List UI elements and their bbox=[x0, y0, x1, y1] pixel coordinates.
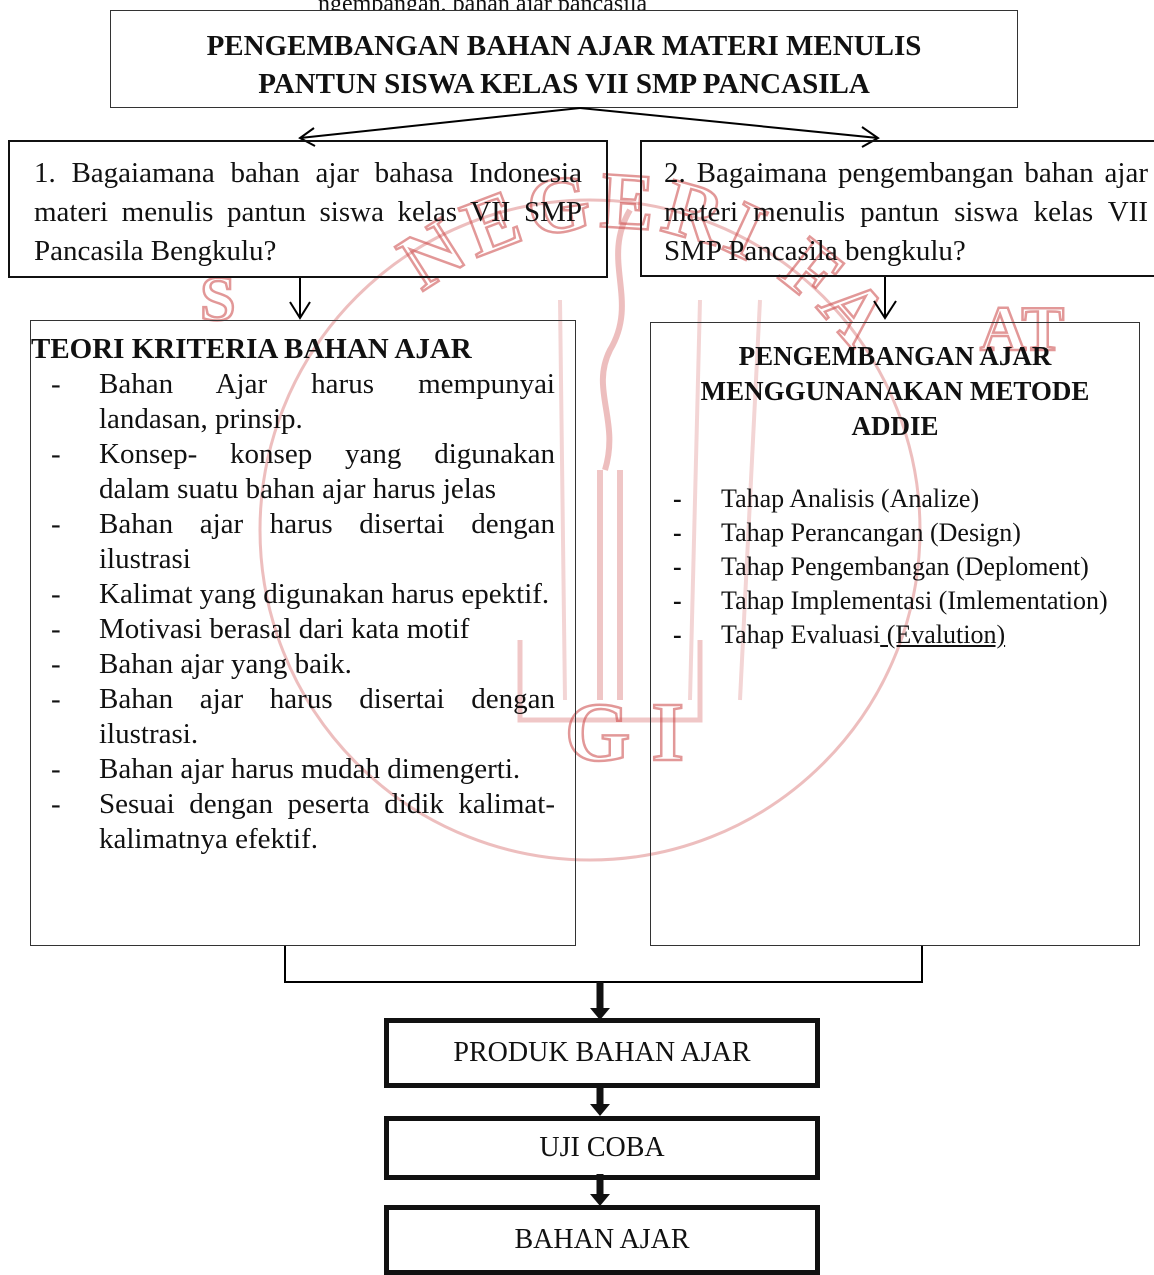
question-1-text: 1. Bagaiamana bahan ajar bahasa Indonesi… bbox=[34, 157, 582, 267]
dash-bullet: - bbox=[51, 753, 61, 785]
dash-bullet: - bbox=[51, 613, 61, 645]
title-box: PENGEMBANGAN BAHAN AJAR MATERI MENULIS P… bbox=[110, 10, 1018, 108]
watermark-right-text: AT bbox=[980, 293, 1064, 364]
title-line-2: PANTUN SISWA KELAS VII SMP PANCASILA bbox=[258, 68, 870, 100]
addie-item: - Tahap Implementasi (Imlementation) bbox=[673, 584, 1125, 618]
dash-bullet: - bbox=[51, 648, 61, 680]
theory-item-text: Sesuai dengan peserta didik kalimat-kali… bbox=[99, 788, 555, 855]
question-1-box: 1. Bagaiamana bahan ajar bahasa Indonesi… bbox=[8, 140, 608, 278]
addie-item: - Tahap Perancangan (Design) bbox=[673, 516, 1125, 550]
watermark-left-text: S bbox=[200, 263, 236, 334]
dash-bullet: - bbox=[673, 552, 682, 581]
addie-item-underlined: (Evalution) bbox=[880, 620, 1006, 649]
addie-item-text: Tahap Analisis (Analize) bbox=[721, 484, 980, 513]
product-text: PRODUK BAHAN AJAR bbox=[453, 1037, 751, 1068]
theory-item: - Konsep- konsep yang digunakan dalam sua… bbox=[51, 437, 555, 507]
watermark-bottom-text: G I bbox=[565, 686, 684, 779]
theory-item-text: Bahan ajar harus mudah dimengerti. bbox=[99, 753, 521, 785]
final-box: BAHAN AJAR bbox=[384, 1205, 820, 1275]
theory-item: - Bahan ajar harus disertai dengan ilustr… bbox=[51, 682, 555, 752]
title-line-1: PENGEMBANGAN BAHAN AJAR MATERI MENULIS bbox=[206, 30, 922, 62]
top-cut-text: ngembangan, bahan ajar pancasila bbox=[318, 0, 858, 10]
dash-bullet: - bbox=[51, 508, 61, 540]
dash-bullet: - bbox=[673, 484, 682, 513]
theory-item: - Bahan ajar harus mudah dimengerti. bbox=[51, 752, 555, 787]
theory-item-text: Motivasi berasal dari kata motif bbox=[99, 613, 470, 645]
theory-item: - Bahan Ajar harus mempunyai landasan, pr… bbox=[51, 367, 555, 437]
theory-item: - Sesuai dengan peserta didik kalimat-kal… bbox=[51, 787, 555, 857]
addie-item: - Tahap Pengembangan (Deploment) bbox=[673, 550, 1125, 584]
trial-text: UJI COBA bbox=[539, 1132, 665, 1163]
addie-item-text: Tahap Implementasi (Imlementation) bbox=[721, 586, 1108, 615]
dash-bullet: - bbox=[51, 683, 61, 715]
addie-item-text: Tahap Perancangan (Design) bbox=[721, 518, 1021, 547]
theory-item-text: Bahan ajar harus disertai dengan ilustra… bbox=[99, 508, 555, 575]
addie-item: - Tahap Evaluasi (Evalution) bbox=[673, 618, 1125, 652]
dash-bullet: - bbox=[673, 586, 682, 615]
dash-bullet: - bbox=[673, 620, 682, 649]
trial-box: UJI COBA bbox=[384, 1116, 820, 1180]
theory-item: - Kalimat yang digunakan harus epektif. bbox=[51, 577, 555, 612]
theory-item-text: Kalimat yang digunakan harus epektif. bbox=[99, 578, 550, 610]
theory-item: - Bahan ajar yang baik. bbox=[51, 647, 555, 682]
addie-item: - Tahap Analisis (Analize) bbox=[673, 482, 1125, 516]
theory-item-text: Bahan ajar yang baik. bbox=[99, 648, 352, 680]
addie-list: - Tahap Analisis (Analize) - Tahap Perancan… bbox=[673, 482, 1125, 652]
addie-item-text: Tahap Pengembangan (Deploment) bbox=[721, 552, 1089, 581]
theory-title: TEORI KRITERIA BAHAN AJAR bbox=[31, 333, 472, 365]
addie-item-text: Tahap Evaluasi bbox=[721, 620, 881, 649]
theory-item-text: Bahan Ajar harus mempunyai landasan, pri… bbox=[99, 368, 555, 435]
dash-bullet: - bbox=[51, 788, 61, 820]
dash-bullet: - bbox=[51, 578, 61, 610]
dash-bullet: - bbox=[51, 438, 61, 470]
product-box: PRODUK BAHAN AJAR bbox=[384, 1018, 820, 1088]
question-2-text: 2. Bagaimana pengembangan bahan ajar mat… bbox=[664, 157, 1148, 267]
theory-list: - Bahan Ajar harus mempunyai landasan, pr… bbox=[51, 367, 555, 857]
question-2-box: 2. Bagaimana pengembangan bahan ajar mat… bbox=[640, 140, 1154, 277]
theory-item: - Bahan ajar harus disertai dengan ilustr… bbox=[51, 507, 555, 577]
dash-bullet: - bbox=[51, 368, 61, 400]
theory-item-text: Konsep- konsep yang digunakan dalam suat… bbox=[99, 438, 555, 505]
addie-box: PENGEMBANGAN AJAR MENGGUNANAKAN METODE A… bbox=[650, 322, 1140, 946]
theory-item-text: Bahan ajar harus disertai dengan ilustra… bbox=[99, 683, 555, 750]
final-text: BAHAN AJAR bbox=[514, 1224, 690, 1255]
theory-item: - Motivasi berasal dari kata motif bbox=[51, 612, 555, 647]
dash-bullet: - bbox=[673, 518, 682, 547]
addie-title: PENGEMBANGAN AJAR MENGGUNANAKAN METODE A… bbox=[700, 341, 1090, 441]
theory-box: TEORI KRITERIA BAHAN AJAR - Bahan Ajar ha… bbox=[30, 320, 576, 946]
